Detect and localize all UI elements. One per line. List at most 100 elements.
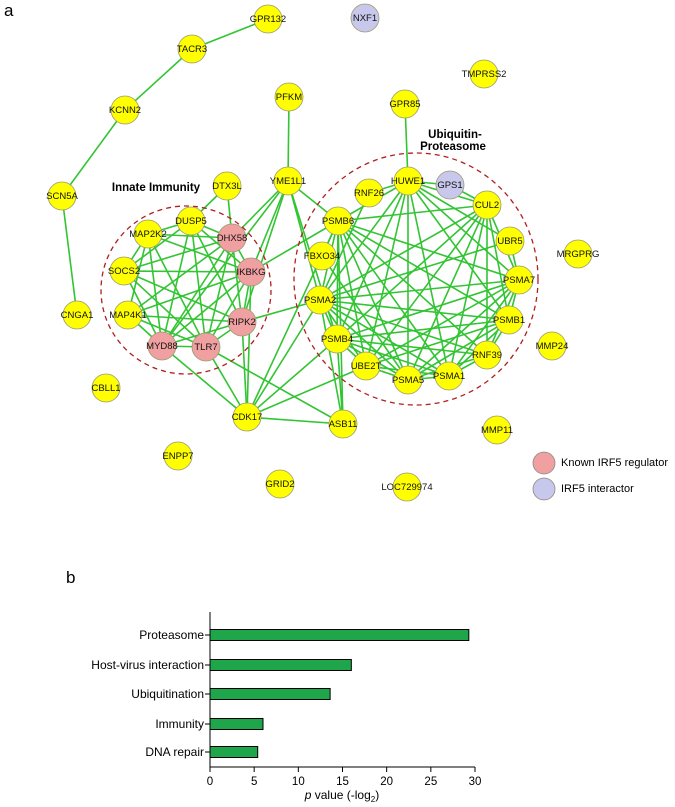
node-dtx3l[interactable]: DTX3L	[212, 171, 242, 201]
node-label: TMPRSS2	[462, 69, 507, 80]
node-ripk2[interactable]: RIPK2	[227, 307, 257, 337]
node-map2k2[interactable]: MAP2K2	[129, 219, 167, 249]
node-label: GPS1	[437, 180, 462, 191]
edge-psma7-huwe1	[407, 180, 520, 281]
bar-ubiquitination	[209, 688, 331, 700]
node-yme1l1[interactable]: YME1L1	[270, 166, 306, 196]
node-loc729974[interactable]: LOC729974	[381, 472, 433, 502]
node-label: HUWE1	[391, 176, 425, 187]
node-ube2t[interactable]: UBE2T	[351, 351, 382, 381]
node-psma2[interactable]: PSMA2	[304, 285, 336, 315]
edge-psmb6-psma1	[337, 220, 450, 377]
node-pfkm[interactable]: PFKM	[274, 82, 304, 112]
node-psma7[interactable]: PSMA7	[503, 265, 535, 295]
node-dusp5[interactable]: DUSP5	[175, 206, 207, 236]
node-ikbkg[interactable]: IKBKG	[236, 257, 266, 287]
node-circle	[177, 34, 207, 64]
node-psmb4[interactable]: PSMB4	[321, 324, 353, 354]
edge-ube2t-huwe1	[365, 180, 409, 367]
node-label: FBXO34	[304, 251, 340, 262]
node-myd88[interactable]: MYD88	[146, 331, 178, 361]
edge-map4k1-ikbkg	[127, 271, 252, 316]
node-circle	[563, 239, 593, 269]
edge-kcnn2-scn5a	[61, 109, 126, 197]
ubiquitin-proteasome-label-line1: Ubiquitin-	[428, 129, 482, 141]
node-dhx58[interactable]: DHX58	[217, 223, 248, 253]
node-circle	[469, 59, 499, 89]
x-tick-label: 0	[207, 776, 213, 788]
edge-tacr3-kcnn2	[124, 48, 193, 111]
node-circle	[390, 89, 420, 119]
node-circle	[435, 170, 465, 200]
node-mmp11[interactable]: MMP11	[481, 415, 513, 445]
node-mmp24[interactable]: MMP24	[536, 331, 569, 361]
x-axis-title: p value (-log2)	[304, 788, 380, 804]
edge-ube2t-cul2	[365, 204, 488, 367]
edge-scn5a-cnga1	[61, 195, 78, 316]
node-label: ENPP7	[162, 451, 193, 462]
node-cdk17[interactable]: CDK17	[232, 402, 263, 432]
edge-psma2-huwe1	[319, 180, 409, 301]
node-circle	[113, 300, 143, 330]
node-huwe1[interactable]: HUWE1	[391, 166, 425, 196]
x-tick-label: 5	[251, 776, 257, 788]
node-tlr7[interactable]: TLR7	[191, 332, 221, 362]
node-gps1[interactable]: GPS1	[435, 170, 465, 200]
edge-tlr7-asb11	[205, 346, 344, 425]
node-tmprss2[interactable]: TMPRSS2	[462, 59, 507, 89]
node-rnf26[interactable]: RNF26	[354, 178, 384, 208]
edge-myd88-dhx58	[161, 237, 233, 347]
x-tick-label: 25	[424, 776, 437, 788]
node-cnga1[interactable]: CNGA1	[61, 300, 94, 330]
node-circle	[392, 472, 422, 502]
node-circle	[265, 469, 295, 499]
node-fbxo34[interactable]: FBXO34	[304, 241, 340, 271]
node-mrgprg[interactable]: MRGPRG	[557, 239, 600, 269]
node-circle	[472, 340, 502, 370]
node-label: MMP11	[481, 425, 513, 436]
node-gpr85[interactable]: GPR85	[389, 89, 421, 119]
node-circle	[274, 82, 304, 112]
network-edges	[61, 18, 520, 425]
node-psma1[interactable]: PSMA1	[433, 361, 465, 391]
node-label: RNF39	[472, 350, 502, 361]
node-ubr5[interactable]: UBR5	[495, 226, 525, 256]
edge-myd88-ikbkg	[161, 271, 252, 347]
ubiquitin-proteasome-label-line2: Proteasome	[420, 141, 486, 153]
node-label: UBE2T	[351, 361, 382, 372]
edge-psmb4-huwe1	[336, 180, 409, 340]
edge-dusp5-tlr7	[190, 220, 207, 348]
node-cbll1[interactable]: CBLL1	[91, 373, 121, 403]
node-gpr132[interactable]: GPR132	[250, 4, 286, 34]
edge-map2k2-myd88	[147, 233, 163, 347]
edge-psma1-cul2	[448, 204, 488, 377]
node-circle	[482, 415, 512, 445]
node-psmb6[interactable]: PSMB6	[322, 206, 354, 236]
node-rnf39[interactable]: RNF39	[472, 340, 502, 370]
node-label: RIPK2	[228, 317, 255, 328]
node-psmb1[interactable]: PSMB1	[493, 305, 525, 335]
node-kcnn2[interactable]: KCNN2	[109, 95, 141, 125]
node-circle	[232, 402, 262, 432]
node-enpp7[interactable]: ENPP7	[162, 441, 194, 471]
node-label: DUSP5	[175, 216, 207, 227]
node-grid2[interactable]: GRID2	[265, 469, 295, 499]
node-circle	[110, 95, 140, 125]
node-socs2[interactable]: SOCS2	[108, 256, 140, 286]
node-scn5a[interactable]: SCN5A	[46, 181, 78, 211]
node-asb11[interactable]: ASB11	[329, 409, 358, 439]
node-map4k1[interactable]: MAP4K1	[109, 300, 147, 330]
node-tacr3[interactable]: TACR3	[177, 34, 207, 64]
edge-psmb4-cul2	[336, 204, 488, 340]
node-psma5[interactable]: PSMA5	[392, 365, 424, 395]
x-axis-title-close: )	[375, 788, 379, 802]
node-label: TLR7	[194, 342, 217, 353]
edge-psmb1-psma5	[407, 319, 510, 381]
node-cul2[interactable]: CUL2	[472, 190, 502, 220]
node-nxf1[interactable]: NXF1	[350, 3, 380, 33]
node-circle	[212, 171, 242, 201]
x-axis-title-italic: p	[304, 788, 312, 802]
node-circle	[323, 206, 353, 236]
node-circle	[163, 441, 193, 471]
